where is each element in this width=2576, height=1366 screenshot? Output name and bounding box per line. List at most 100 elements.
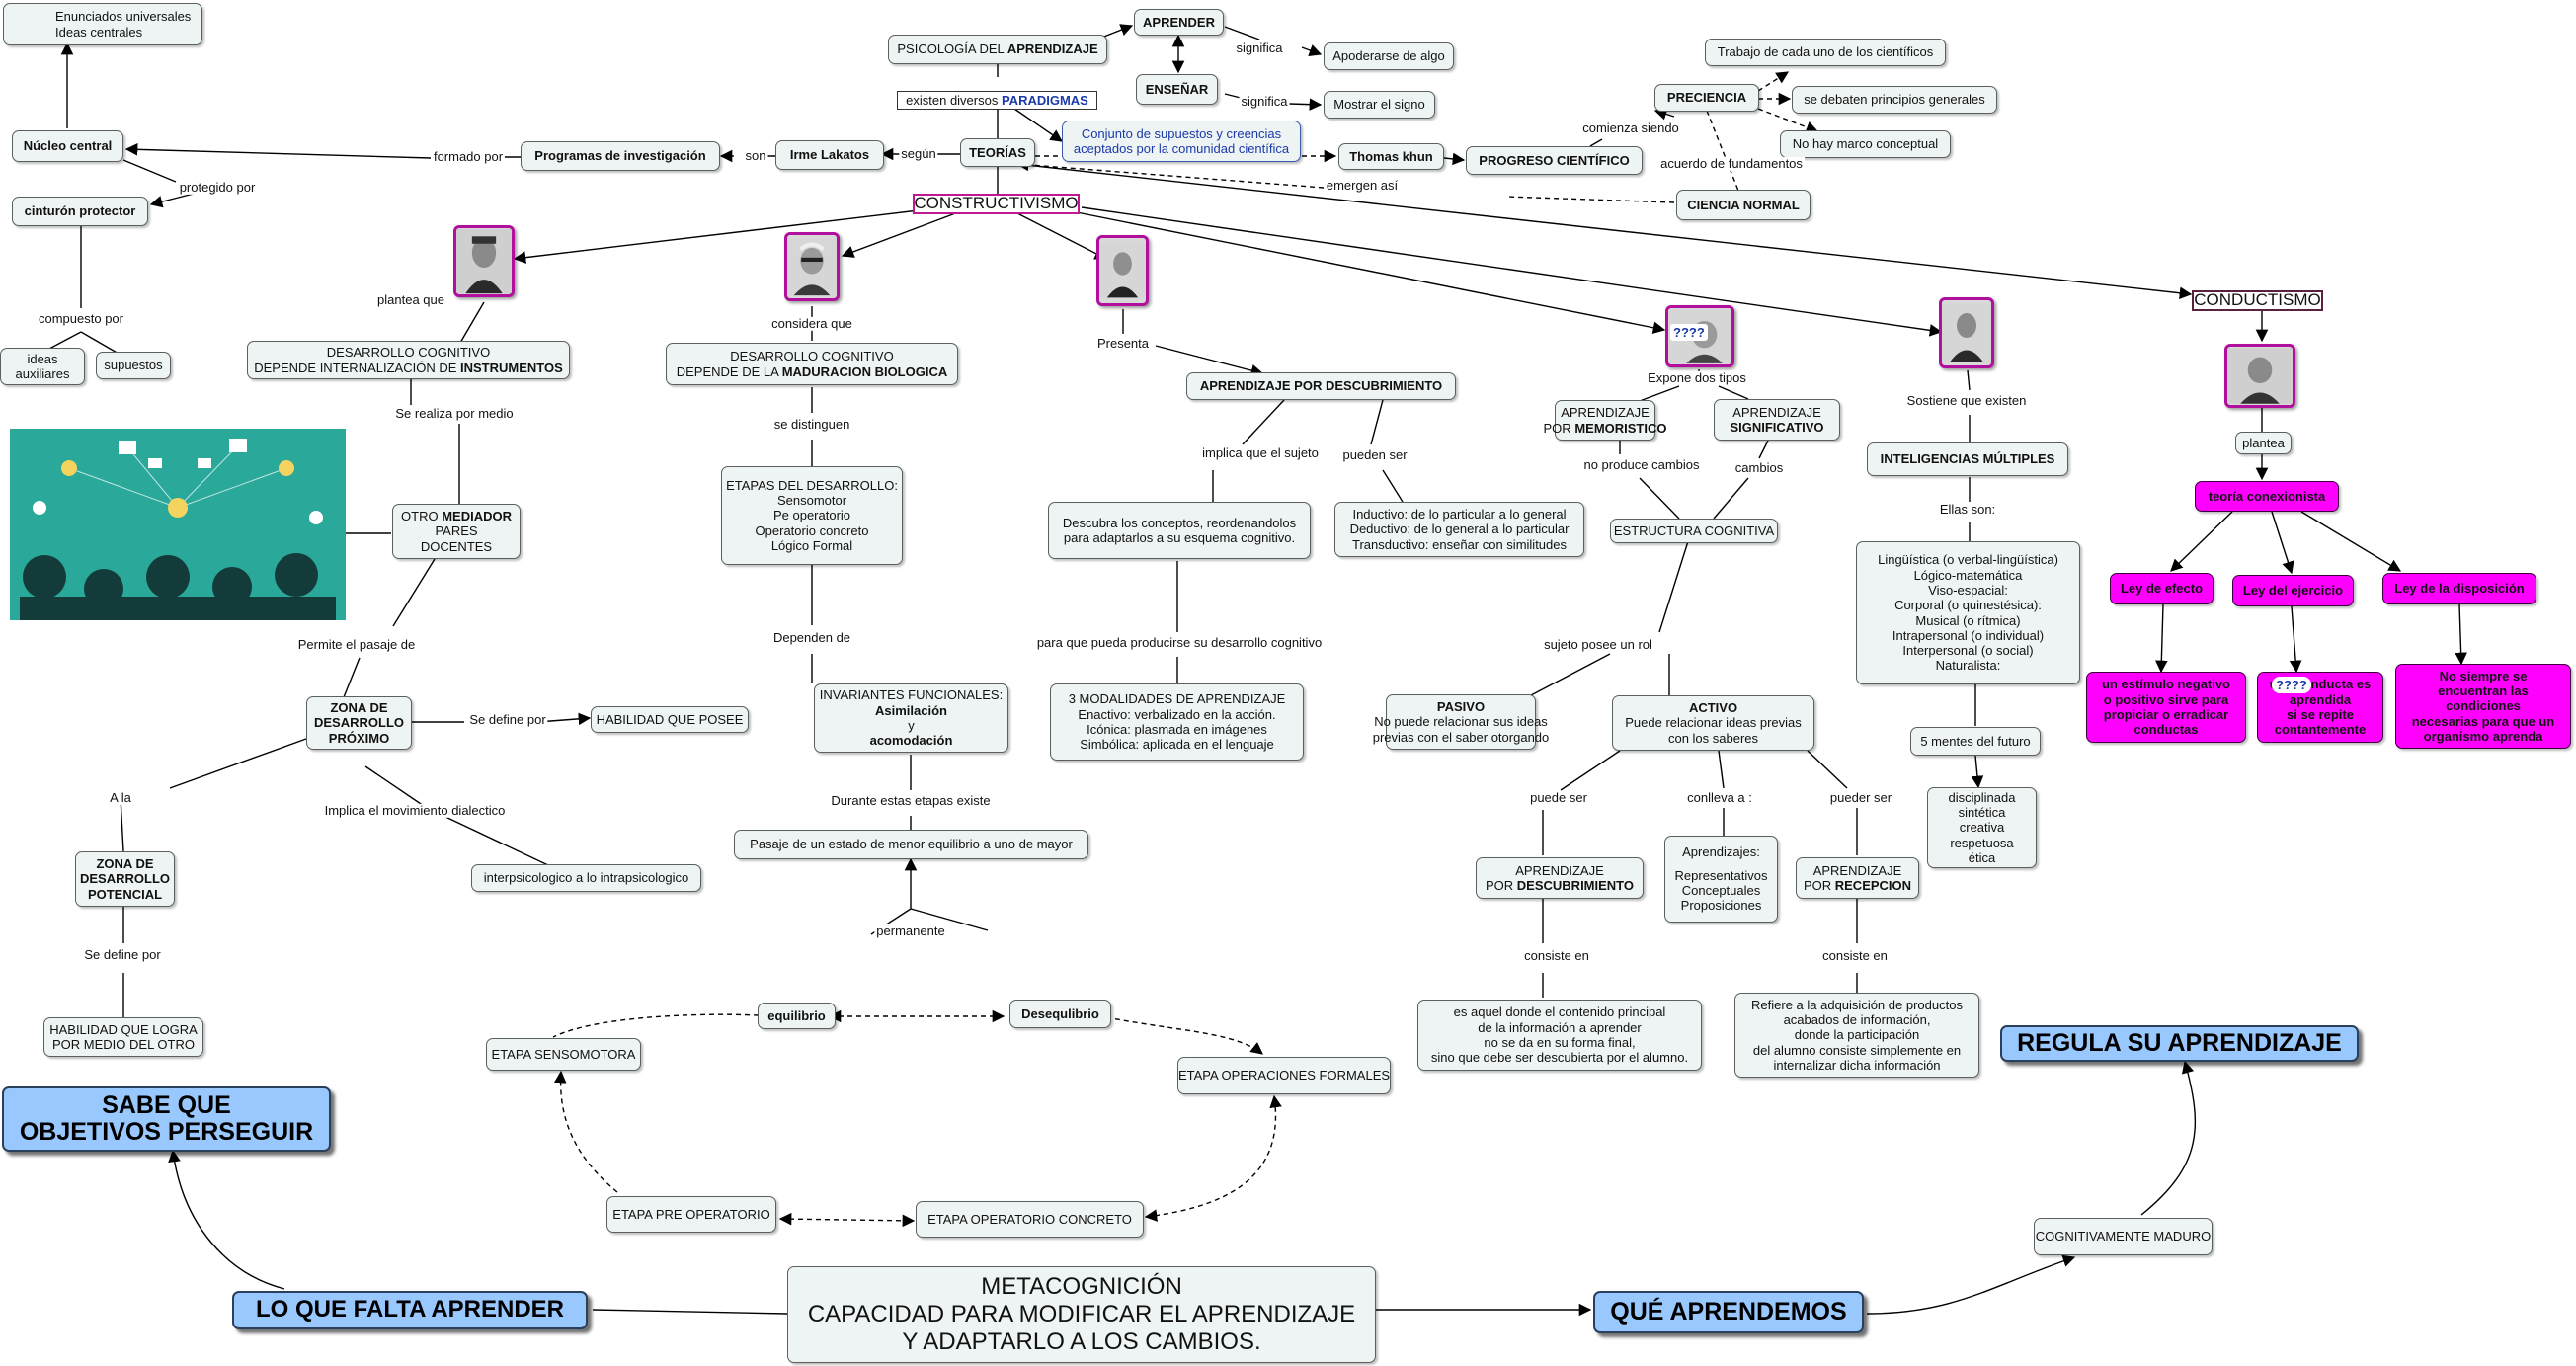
dc-maduracion-line-1: DESARROLLO COGNITIVO xyxy=(730,349,894,364)
label-durante: Durante estas etapas existe xyxy=(829,792,993,809)
no-marco-node[interactable]: No hay marco conceptual xyxy=(1780,130,1951,158)
teoria-conex-node[interactable]: teoría conexionista xyxy=(2195,481,2339,512)
ensenar-node[interactable]: ENSEÑAR xyxy=(1136,74,1218,105)
intel-node[interactable]: INTELIGENCIAS MÚLTIPLES xyxy=(1867,442,2068,476)
conductismo-header[interactable]: CONDUCTISMO xyxy=(2192,290,2323,311)
learning-illustration xyxy=(10,429,346,620)
estructura-text: ESTRUCTURA COGNITIVA xyxy=(1613,522,1775,538)
thorndike-portrait xyxy=(2224,344,2295,408)
lakatos-node[interactable]: Irme Lakatos xyxy=(775,140,884,170)
ley-disposicion-node[interactable]: Ley de la disposición xyxy=(2382,573,2536,604)
dc-instrumentos-bold: INSTRUMENTOS xyxy=(460,360,563,375)
apr-recep-node[interactable]: APRENDIZAJE POR RECEPCION xyxy=(1796,857,1919,899)
falta-node[interactable]: LO QUE FALTA APRENDER xyxy=(232,1291,588,1329)
pasaje-node[interactable]: Pasaje de un estado de menor equilibrio … xyxy=(734,830,1088,859)
que-aprendemos-node[interactable]: QUÉ APRENDEMOS xyxy=(1593,1291,1864,1333)
label-dependen: Dependen de xyxy=(770,629,853,646)
supuestos-node[interactable]: supuestos xyxy=(96,352,171,379)
interpsico-node[interactable]: interpsicologico a lo intrapsicologico xyxy=(471,864,701,892)
label-conlleva: conlleva a : xyxy=(1685,789,1754,806)
cinco-mentes-node[interactable]: 5 mentes del futuro xyxy=(1910,727,2041,756)
apoderarse-text: Apoderarse de algo xyxy=(1332,48,1445,64)
etapa-conc-node[interactable]: ETAPA OPERATORIO CONCRETO xyxy=(916,1201,1144,1238)
etapa-pre-node[interactable]: ETAPA PRE OPERATORIO xyxy=(606,1196,776,1233)
etapa-senso-node[interactable]: ETAPA SENSOMOTORA xyxy=(486,1038,641,1071)
portrait-icon xyxy=(1099,243,1146,298)
cognit-node[interactable]: COGNITIVAMENTE MADURO xyxy=(2034,1218,2213,1255)
label-distinguen: se distinguen xyxy=(771,416,852,433)
debaten-node[interactable]: se debaten principios generales xyxy=(1792,86,1997,114)
apr-descub2-node[interactable]: APRENDIZAJE POR DESCUBRIMIENTO xyxy=(1476,857,1644,899)
enunciados-line-1: Enunciados universales xyxy=(55,9,192,25)
ley-ejercicio-node[interactable]: Ley del ejercicio xyxy=(2232,575,2354,606)
constructivismo-header[interactable]: CONSTRUCTIVISMO xyxy=(913,194,1080,214)
etapa-form-node[interactable]: ETAPA OPERACIONES FORMALES xyxy=(1177,1057,1391,1094)
preciencia-node[interactable]: PRECIENCIA xyxy=(1654,84,1759,112)
plantea-node[interactable]: plantea xyxy=(2235,432,2292,454)
cognit-text: COGNITIVAMENTE MADURO xyxy=(2035,1229,2212,1245)
apoderarse-node[interactable]: Apoderarse de algo xyxy=(1324,42,1454,70)
estructura-node[interactable]: ESTRUCTURA COGNITIVA xyxy=(1610,519,1778,543)
programas-node[interactable]: Programas de investigación xyxy=(521,141,720,171)
trabajo-text: Trabajo de cada uno de los científicos xyxy=(1717,44,1934,60)
equilibrio-node[interactable]: equilibrio xyxy=(758,1003,836,1029)
label-son: son xyxy=(743,147,768,164)
ciencia-normal-node[interactable]: CIENCIA NORMAL xyxy=(1676,190,1811,220)
inductivo-node[interactable]: Inductivo: de lo particular a lo general… xyxy=(1334,502,1584,557)
progreso-node[interactable]: PROGRESO CIENTÍFICO xyxy=(1466,146,1643,175)
otro-mediador-node[interactable]: OTRO MEDIADOR PARES DOCENTES xyxy=(392,504,521,559)
teorias-node[interactable]: TEORÍAS xyxy=(960,138,1035,167)
cinturon-node[interactable]: cinturón protector xyxy=(12,197,148,226)
mostrar-signo-node[interactable]: Mostrar el signo xyxy=(1324,91,1435,119)
ley-efecto-node[interactable]: Ley de efecto xyxy=(2110,573,2214,604)
intel-list-line-6: Intrapersonal (o individual) xyxy=(1892,627,2045,643)
thomas-khun-node[interactable]: Thomas khun xyxy=(1338,143,1444,170)
ciencia-normal-text: CIENCIA NORMAL xyxy=(1687,197,1800,212)
descubra-line-2: para adaptarlos a su esquema cognitivo. xyxy=(1063,530,1296,545)
intel-list-node[interactable]: Lingüística (o verbal-lingüística)Lógico… xyxy=(1856,541,2080,684)
trabajo-node[interactable]: Trabajo de cada uno de los científicos xyxy=(1705,39,1946,66)
dc-maduracion-node[interactable]: DESARROLLO COGNITIVO DEPENDE DE LA MADUR… xyxy=(666,343,958,385)
apr-sig-line-2: SIGNIFICATIVO xyxy=(1730,420,1824,435)
label-considera: considera que xyxy=(769,315,854,332)
paradigmas-node[interactable]: existen diversos PARADIGMAS xyxy=(897,91,1097,110)
dc-instrumentos-node[interactable]: DESARROLLO COGNITIVO DEPENDE INTERNALIZA… xyxy=(247,341,570,379)
desequilibrio-node[interactable]: Desequlibrio xyxy=(1009,1000,1111,1028)
apr-descub2-bold: DESCUBRIMIENTO xyxy=(1516,878,1634,893)
apr-desc-node[interactable]: APRENDIZAJE POR DESCUBRIMIENTO xyxy=(1186,372,1456,400)
aprender-node[interactable]: APRENDER xyxy=(1134,9,1224,36)
estimulo-line-3: propiciar o erradicar xyxy=(2103,707,2229,722)
apr-memo-node[interactable]: APRENDIZAJE POR MEMORISTICO xyxy=(1544,400,1666,441)
piaget-portrait xyxy=(784,232,840,301)
habilidad-posee-node[interactable]: HABILIDAD QUE POSEE xyxy=(591,706,749,733)
nucleo-node[interactable]: Núcleo central xyxy=(12,130,123,162)
label-significa-2: significa xyxy=(1239,93,1290,110)
dc-instrumentos-line-1: DESARROLLO COGNITIVO xyxy=(326,345,491,361)
psicologia-node[interactable]: PSICOLOGÍA DEL APRENDIZAJE xyxy=(888,35,1107,64)
invariantes-line-2: Asimilación xyxy=(875,702,947,718)
metacog-line-2: CAPACIDAD PARA MODIFICAR EL APRENDIZAJE xyxy=(807,1300,1356,1327)
regula-node[interactable]: REGULA SU APRENDIZAJE xyxy=(2000,1025,2359,1062)
